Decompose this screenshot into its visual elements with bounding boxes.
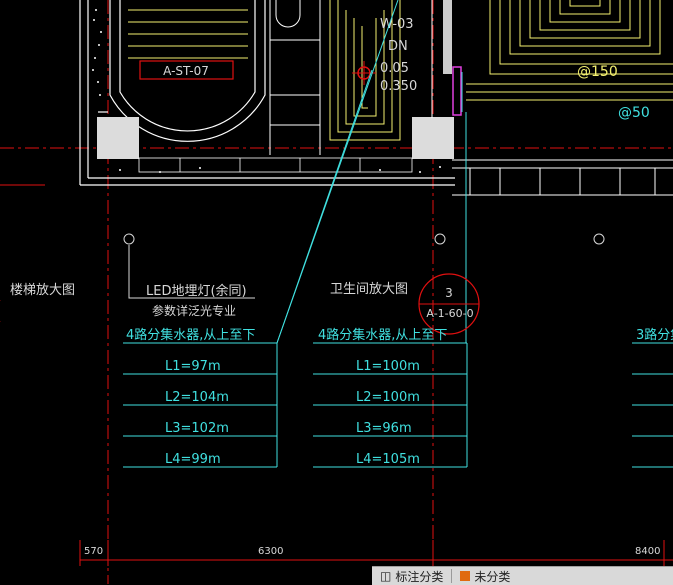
- label-led-light: LED地埋灯(余同): [146, 283, 247, 299]
- pipe-spacing-upper: @150: [577, 64, 618, 80]
- manifold-3-title: 3路分集: [636, 327, 673, 343]
- led-light-markers: [123, 233, 605, 245]
- svg-text:0.350: 0.350: [380, 79, 417, 94]
- svg-text:W-03: W-03: [380, 17, 414, 32]
- manifold-symbol: [452, 66, 462, 116]
- manifold-1-loop-2: L2=104m: [165, 390, 229, 405]
- manifold-table-2: [313, 342, 468, 468]
- svg-text:0.05: 0.05: [380, 61, 409, 76]
- dimension-6300: 6300: [258, 546, 283, 557]
- svg-text:DN: DN: [388, 39, 408, 54]
- unclassified-button[interactable]: 未分类: [452, 567, 518, 585]
- layer-filter-label: 标注分类: [395, 569, 444, 584]
- dimension-570: 570: [84, 546, 103, 557]
- stair-treads: [128, 9, 248, 59]
- label-stair-enlarged: 楼梯放大图: [10, 283, 75, 298]
- pipe-spacing-lower: @50: [618, 105, 650, 121]
- unclassified-label: 未分类: [474, 569, 511, 584]
- stair-room: [79, 0, 455, 186]
- svg-text:3: 3: [445, 286, 453, 300]
- manifold-2-loop-2: L2=100m: [356, 390, 420, 405]
- column-left: [97, 117, 139, 159]
- elevation-tags: W-03 DN 0.05 0.350: [380, 17, 417, 94]
- dimension-8400: 8400: [635, 546, 660, 557]
- manifold-2-loop-3: L3=96m: [356, 421, 412, 436]
- layer-status-bar: ◫ 标注分类 未分类: [372, 566, 673, 585]
- led-leader: [128, 245, 255, 299]
- manifold-1-loop-1: L1=97m: [165, 359, 221, 374]
- layer-filter-button[interactable]: ◫ 标注分类: [372, 567, 451, 585]
- column-right: [412, 117, 454, 159]
- manifold-1-title: 4路分集水器,从上至下: [126, 327, 255, 343]
- manifold-table-1: [123, 342, 278, 468]
- label-led-note: 参数详泛光专业: [152, 303, 236, 318]
- bathroom-partition: [443, 0, 452, 74]
- manifold-2-loop-1: L1=100m: [356, 359, 420, 374]
- manifold-1-loop-4: L4=99m: [165, 452, 221, 467]
- right-room-walls: [452, 159, 673, 196]
- label-bathroom-enlarged: 卫生间放大图: [330, 282, 408, 297]
- hatch-dots: [92, 9, 441, 173]
- orange-square-icon: [460, 571, 471, 581]
- bathroom-room: [269, 0, 433, 155]
- svg-text:A-1-60-0: A-1-60-0: [426, 307, 473, 320]
- stair-tag-box: [139, 60, 234, 80]
- heating-pipes-right: [466, 0, 673, 101]
- manifold-2-loop-4: L4=105m: [356, 452, 420, 467]
- taskbar-divider: [451, 569, 453, 583]
- section-mark: 3 A-1-60-0: [418, 273, 480, 335]
- manifold-2-title: 4路分集水器,从上至下: [318, 327, 447, 343]
- manifold-1-loop-3: L3=102m: [165, 421, 229, 436]
- manifold-table-3: [632, 342, 673, 468]
- heating-pipes-bathroom: [329, 0, 401, 141]
- layer-icon: ◫: [380, 569, 392, 583]
- stair-tag: A-ST-07: [163, 64, 209, 78]
- floor-tiles: [138, 157, 413, 173]
